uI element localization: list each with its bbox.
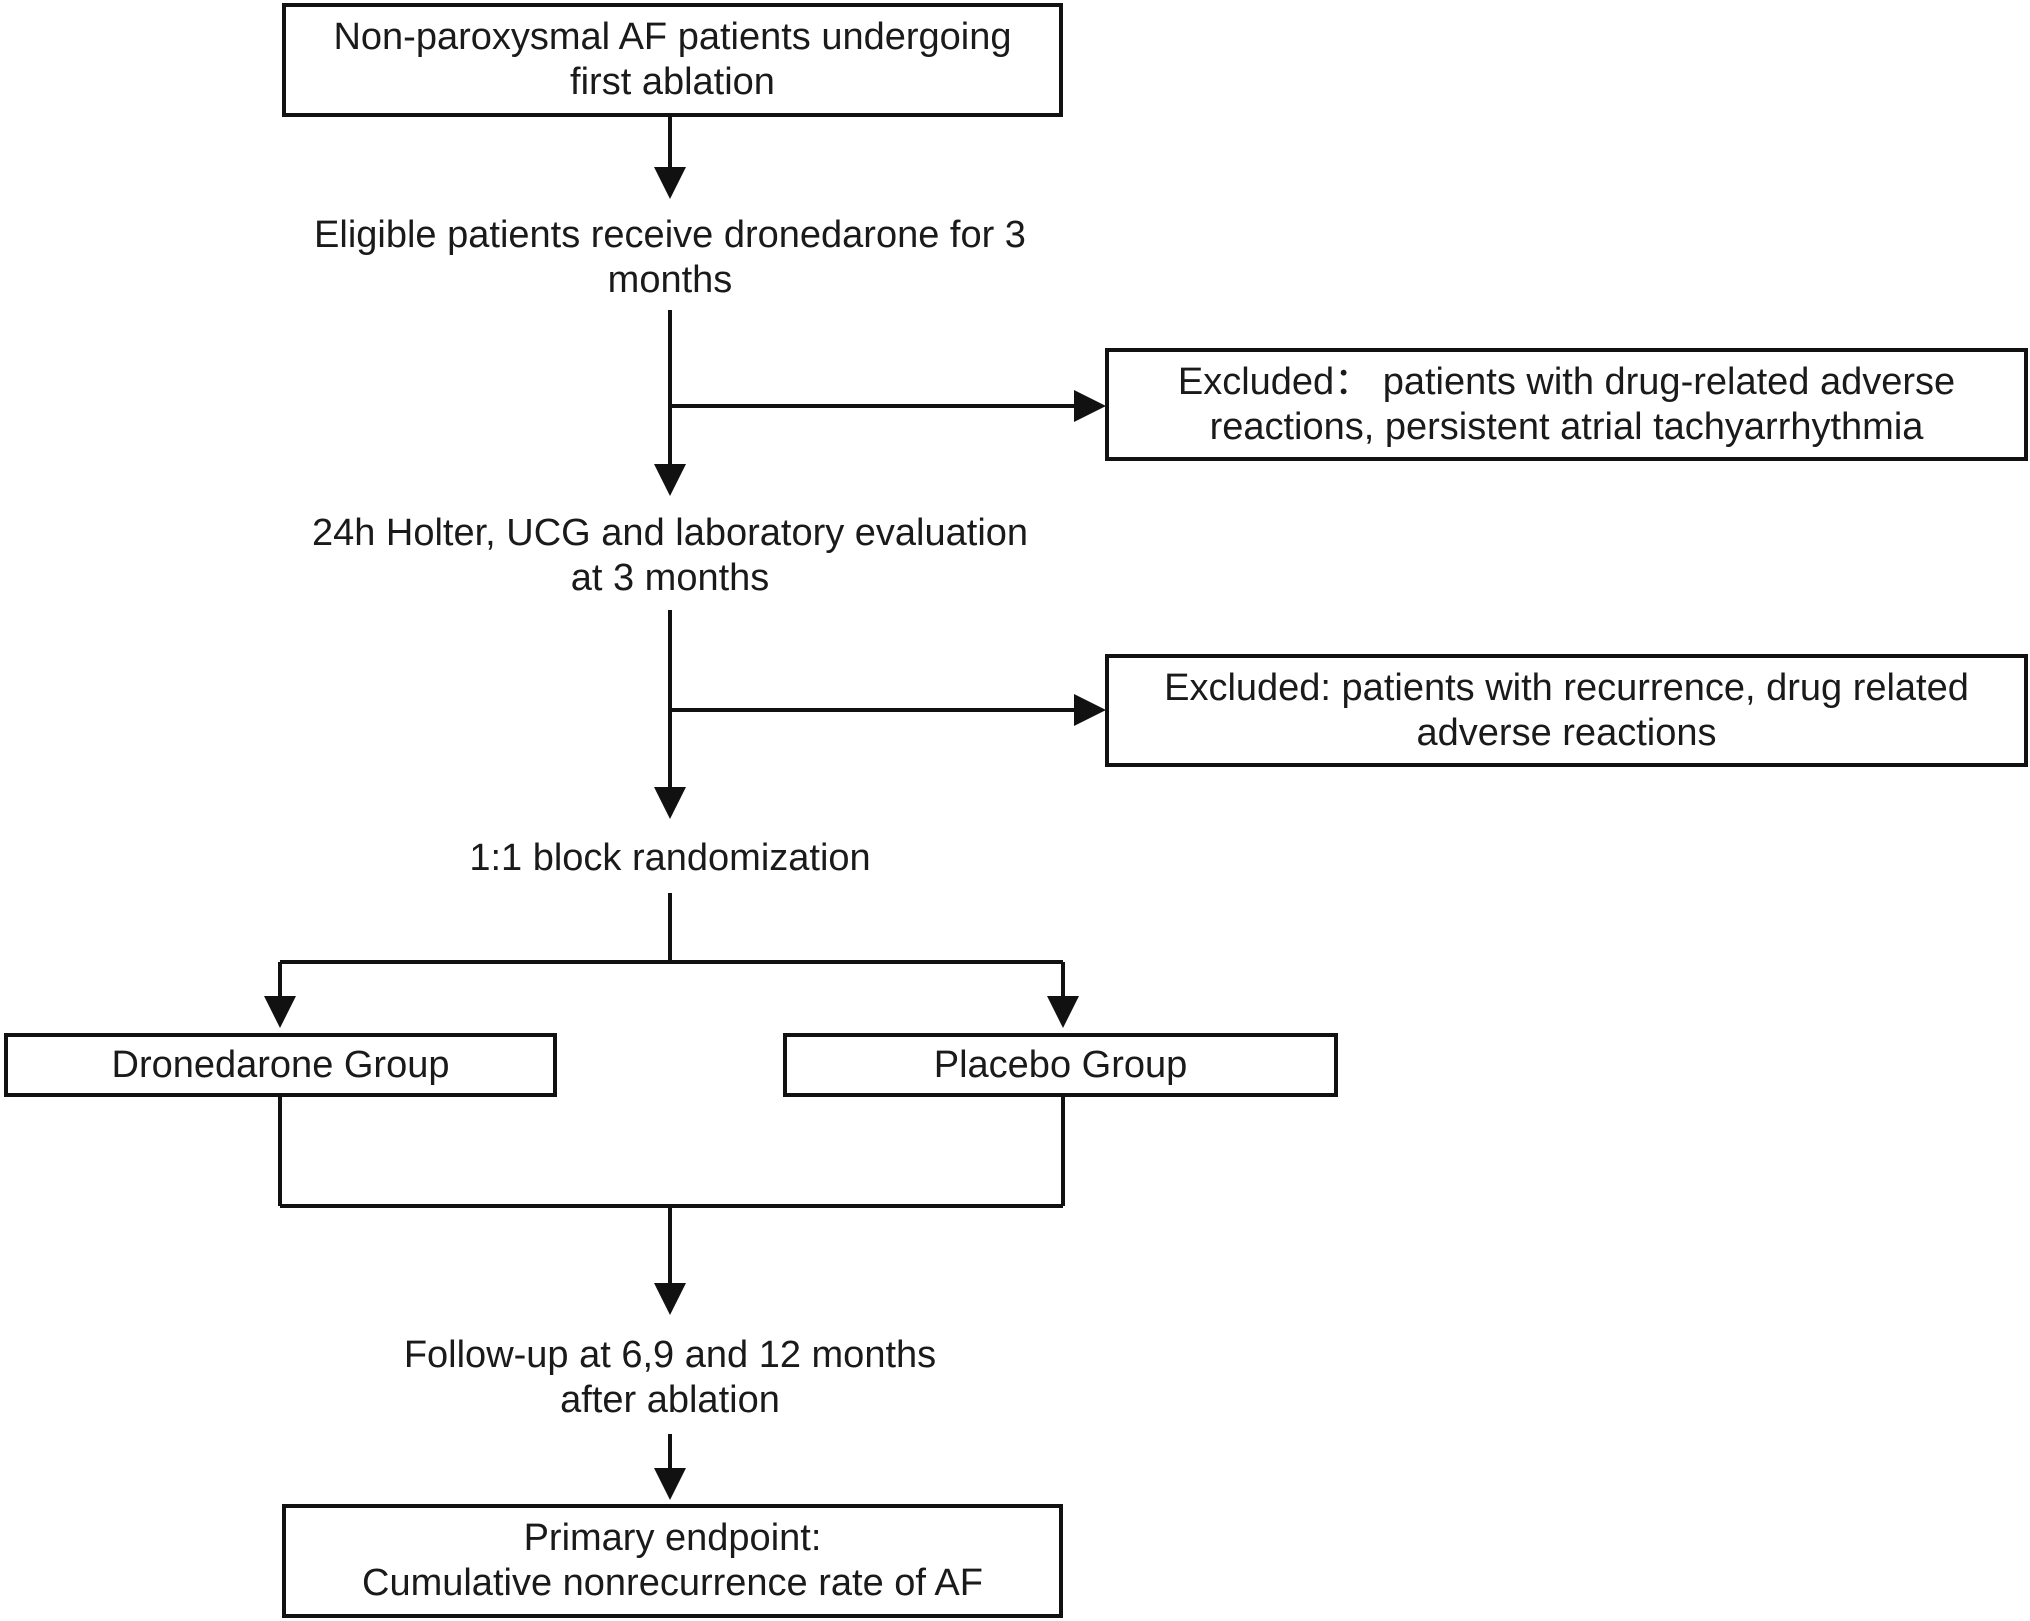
follow-up-line-2: after ablation [560, 1379, 780, 1421]
excluded-box-2: Excluded: patients with recurrence, drug… [1105, 654, 2028, 767]
randomization-step: 1:1 block randomization [370, 830, 970, 886]
population-line-2: first ablation [570, 61, 775, 103]
endpoint-box: Primary endpoint: Cumulative nonrecurren… [282, 1504, 1063, 1618]
dronedarone-group-label: Dronedarone Group [111, 1043, 450, 1086]
endpoint-line-1: Primary endpoint: [523, 1517, 822, 1559]
follow-up-step: Follow-up at 6,9 and 12 months after abl… [320, 1330, 1020, 1426]
eligible-step: Eligible patients receive dronedarone fo… [270, 210, 1070, 306]
excluded-1-line-1: Excluded： patients with drug-related adv… [1177, 360, 1956, 403]
excluded-box-1: Excluded： patients with drug-related adv… [1105, 348, 2028, 461]
placebo-group-label: Placebo Group [933, 1043, 1188, 1086]
evaluation-line-2: at 3 months [570, 557, 770, 599]
evaluation-line-1: 24h Holter, UCG and laboratory evaluatio… [311, 512, 1029, 554]
population-box: Non-paroxysmal AF patients undergoing fi… [282, 3, 1063, 117]
randomization-label: 1:1 block randomization [469, 836, 871, 879]
endpoint-line-2: Cumulative nonrecurrence rate of AF [362, 1562, 983, 1604]
excluded-2-line-1: Excluded: patients with recurrence, drug… [1164, 666, 1969, 709]
eligible-line-2: months [607, 259, 733, 301]
population-line-1: Non-paroxysmal AF patients undergoing [333, 16, 1012, 58]
follow-up-line-1: Follow-up at 6,9 and 12 months [403, 1334, 937, 1376]
placebo-group-box: Placebo Group [783, 1033, 1338, 1097]
dronedarone-group-box: Dronedarone Group [4, 1033, 557, 1097]
evaluation-step: 24h Holter, UCG and laboratory evaluatio… [270, 508, 1070, 604]
excluded-1-line-2: reactions, persistent atrial tachyarrhyt… [1209, 405, 1924, 448]
eligible-line-1: Eligible patients receive dronedarone fo… [314, 214, 1026, 256]
excluded-2-line-2: adverse reactions [1416, 711, 1717, 754]
